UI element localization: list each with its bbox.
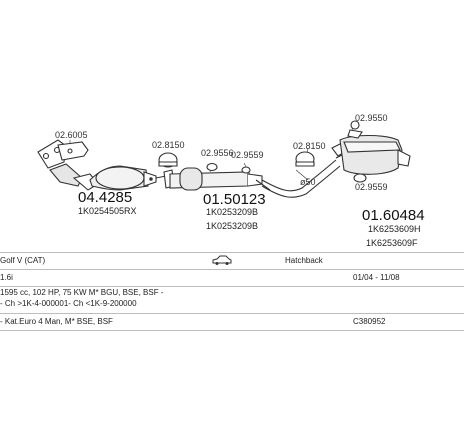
info-row-specs: 1595 cc, 102 HP, 75 KW M* BGU, BSE, BSF … <box>0 286 464 313</box>
middle-silencer-part <box>155 152 271 191</box>
car-icon <box>212 255 232 267</box>
pipe-diameter: ø50 <box>300 177 316 187</box>
middle-part-number-1: 1K0253209B <box>206 207 259 217</box>
chassis-range: - Ch >1K-4-000001- Ch <1K-9-200000 <box>0 299 137 308</box>
catalyst-code: 04.4285 <box>78 189 133 206</box>
catalyst-part <box>49 163 157 191</box>
middle-code: 01.50123 <box>203 191 266 208</box>
rear-clamp-c-code: 02.9559 <box>355 182 388 192</box>
production-years: 01/04 - 11/08 <box>353 273 400 282</box>
catalyst-part-number: 1K0254505RX <box>78 206 137 216</box>
rear-part-number-2: 1K6253609F <box>366 238 418 248</box>
rear-silencer-part <box>331 120 411 183</box>
info-row-model: Golf V (CAT) Hatchback <box>0 252 464 270</box>
model-name: Golf V (CAT) <box>0 256 46 265</box>
engine-size: 1.6i <box>0 273 13 282</box>
middle-clamp-a-code: 02.8150 <box>152 140 185 150</box>
rear-part-number-1: 1K6253609H <box>368 224 421 234</box>
front-flange <box>37 139 89 169</box>
reference-code: C380952 <box>353 317 386 326</box>
body-type: Hatchback <box>285 256 323 265</box>
middle-part-number-2: 1K0253209B <box>206 221 259 231</box>
info-row-notes: - Kat.Euro 4 Man, M* BSE, BSF C380952 <box>0 313 464 331</box>
info-row-engine: 1.6i 01/04 - 11/08 <box>0 269 464 287</box>
middle-clamp-b-code: 02.9556 <box>201 148 234 158</box>
exhaust-drawing <box>37 120 411 198</box>
rear-clamp-b-code: 02.8150 <box>293 141 326 151</box>
rear-code: 01.60484 <box>362 207 425 224</box>
catalyst-clamp-code: 02.6005 <box>55 130 88 140</box>
table-bottom-border <box>0 330 464 331</box>
middle-clamp-c-code: 02.9559 <box>231 150 264 160</box>
connecting-pipe <box>261 151 341 198</box>
rear-clamp-a-code: 02.9550 <box>355 113 388 123</box>
exhaust-diagram: 02.6005 04.4285 1K0254505RX 02.8150 02.9… <box>37 113 425 248</box>
engine-specs: 1595 cc, 102 HP, 75 KW M* BGU, BSE, BSF … <box>0 288 164 297</box>
emission-notes: - Kat.Euro 4 Man, M* BSE, BSF <box>0 317 113 326</box>
